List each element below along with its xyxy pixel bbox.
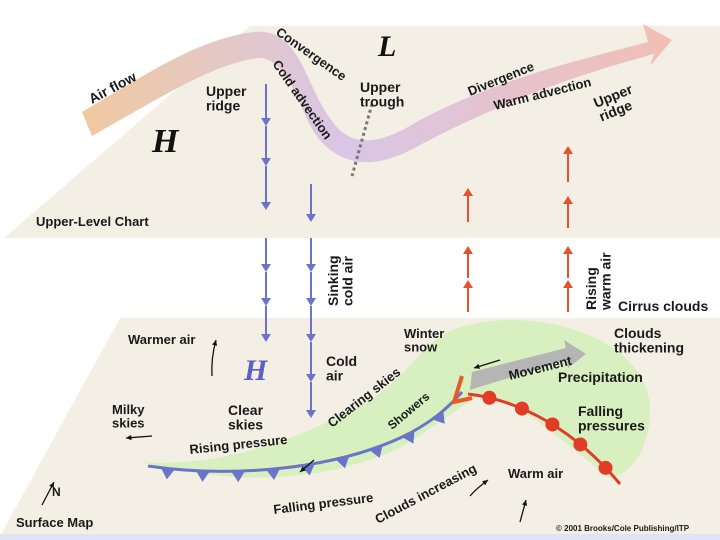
cold-front-triangle [195,470,210,482]
warm-front-semicircle [514,401,529,416]
cirrus-clouds-label: Cirrus clouds [618,298,708,314]
wind-arrowhead [49,482,54,488]
warm-front-semicircle [482,390,497,405]
credit-text: © 2001 Brooks/Cole Publishing/ITP [556,524,690,533]
warmer-air-label: Warmer air [128,332,195,347]
cold-front-triangle [266,468,281,480]
warm-front-semicircle [598,460,613,475]
surface-map-title: Surface Map [16,515,93,530]
rising-arrowhead [463,188,473,196]
cold-front-triangle [432,410,445,424]
sinking-arrowhead [306,334,316,342]
wind-arrowhead [212,340,218,346]
middle-labels: Sinkingcold air Risingwarm air [325,252,614,311]
upper-level-chart-title: Upper-Level Chart [36,214,149,229]
cold-front-triangle [301,463,315,476]
cold-front-triangle [402,430,415,444]
sinking-air-arrows [261,84,316,418]
upper-high-symbol: H [151,123,180,160]
cold-front-triangle [160,467,175,480]
surface-high-symbol: H [243,354,269,387]
wind-arrowhead [300,466,306,472]
rising-arrowhead [463,246,473,254]
sinking-arrowhead [261,158,271,166]
north-label: N [52,485,61,499]
cold-front-triangles [160,410,445,483]
wind-arrowhead [474,363,480,369]
sinking-arrowhead [306,298,316,306]
warm-air-label: Warm air [508,466,563,481]
sinking-cold-air-label: Sinkingcold air [325,255,356,306]
sinking-arrowhead [261,334,271,342]
wind-arrowhead [482,480,488,486]
air-flow-arrow [82,24,672,163]
rising-warm-air-label: Risingwarm air [583,252,614,311]
precipitation-label: Precipitation [558,369,643,385]
cold-front-triangle [335,455,350,469]
cold-front-triangle [369,445,383,459]
sinking-arrowhead [261,264,271,272]
sinking-arrowhead [306,214,316,222]
warm-front-semicircle [545,417,560,432]
sinking-arrowhead [261,118,271,126]
sinking-arrowhead [261,298,271,306]
rising-air-arrows [463,146,573,312]
warm-front-semicircle [573,437,588,452]
bottom-band [0,534,720,540]
cold-front-triangle [231,470,246,483]
trough-line [350,103,374,177]
upper-low-symbol: L [377,30,396,63]
wind-arrows [41,339,528,523]
rising-arrowhead [463,280,473,288]
wind-arrowhead [522,500,528,506]
rising-arrowhead [563,146,573,154]
sinking-arrowhead [306,374,316,382]
movement-arrow [470,340,586,390]
sinking-arrowhead [261,202,271,210]
rising-arrowhead [563,196,573,204]
rising-arrowhead [563,246,573,254]
cold-front [147,391,464,473]
sinking-arrowhead [306,410,316,418]
rising-arrowhead [563,280,573,288]
surface-low-symbol [451,375,473,405]
wind-arrowhead [126,434,132,441]
sinking-arrowhead [306,264,316,272]
warm-front-semicircles [482,390,613,475]
